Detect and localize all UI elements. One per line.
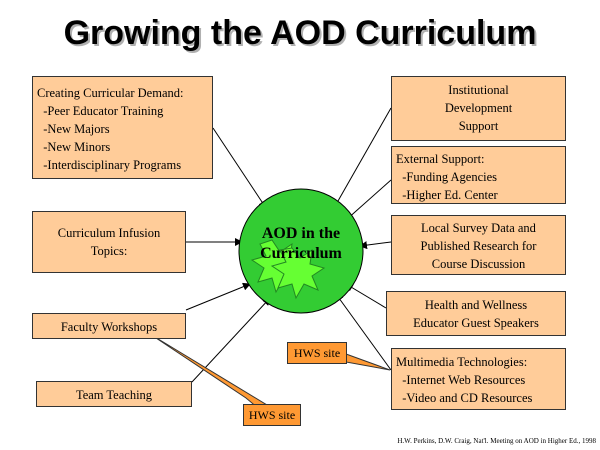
center-label: AOD in the Curriculum [238, 224, 364, 264]
box-curriculum-infusion-topics: Curriculum Infusion Topics: [32, 211, 186, 273]
box-text-line: -New Majors [37, 122, 110, 136]
box-text-line: -Peer Educator Training [37, 104, 164, 118]
callout-text: HWS site [248, 408, 296, 422]
center-circle [238, 188, 364, 314]
center-label-line1: AOD in the [261, 225, 341, 242]
box-text-line: -Funding Agencies [396, 170, 498, 184]
arrow-from-creating-demand [212, 127, 267, 209]
box-text-line: Faculty Workshops [60, 320, 158, 334]
starburst-decoration-right [270, 247, 326, 300]
box-text-line: Support [458, 119, 499, 133]
box-text-line: Educator Guest Speakers [413, 316, 539, 330]
box-team-teaching: Team Teaching [36, 381, 192, 407]
box-institutional-development-support: Institutional Development Support [391, 76, 566, 141]
arrow-from-local-survey [359, 241, 392, 250]
box-text-line: -Video and CD Resources [396, 391, 533, 405]
box-text-line: -Internet Web Resources [396, 373, 526, 387]
page-title: Growing the AOD Curriculum [63, 14, 537, 52]
center-label-line2: Curriculum [260, 245, 342, 262]
box-health-wellness-speakers: Health and Wellness Educator Guest Speak… [386, 291, 566, 336]
box-local-survey-data: Local Survey Data and Published Research… [391, 215, 566, 275]
arrow-from-faculty-workshops [185, 282, 251, 311]
box-text-line: Institutional [448, 83, 509, 97]
box-text-line: Health and Wellness [424, 298, 528, 312]
box-text-line: Published Research for [420, 239, 537, 253]
box-text-line: Course Discussion [431, 257, 526, 271]
box-text-line: -Higher Ed. Center [396, 188, 498, 202]
citation: H.W. Perkins, D.W. Craig, Nat'l. Meeting… [397, 437, 596, 445]
box-text-line: Multimedia Technologies: [396, 355, 528, 369]
callout-text: HWS site [293, 346, 341, 360]
box-creating-curricular-demand: Creating Curricular Demand: -Peer Educat… [32, 76, 213, 179]
box-text-line: Local Survey Data and [421, 221, 536, 235]
box-text-line: -Interdisciplinary Programs [37, 158, 182, 172]
arrow-from-multimedia [335, 293, 392, 371]
box-faculty-workshops: Faculty Workshops [32, 313, 186, 339]
box-text-line: Development [444, 101, 513, 115]
arrow-from-institutional-support [333, 107, 392, 209]
box-external-support: External Support: -Funding Agencies -Hig… [391, 146, 566, 204]
box-text-line: -New Minors [37, 140, 111, 154]
arrow-from-health-wellness [345, 283, 387, 309]
box-multimedia-technologies: Multimedia Technologies: -Internet Web R… [391, 348, 566, 410]
box-text-line: Curriculum Infusion [57, 226, 161, 240]
box-text-line: Team Teaching [75, 388, 153, 402]
arrow-from-external-support [345, 179, 392, 221]
box-text-line: Topics: [90, 244, 128, 258]
callout-hws-site-workshops: HWS site [243, 404, 301, 426]
callout-hws-site-multimedia: HWS site [287, 342, 347, 364]
box-text-line: Creating Curricular Demand: [37, 86, 184, 100]
callout-pointer-multimedia [345, 353, 391, 371]
box-text-line: External Support: [396, 152, 485, 166]
